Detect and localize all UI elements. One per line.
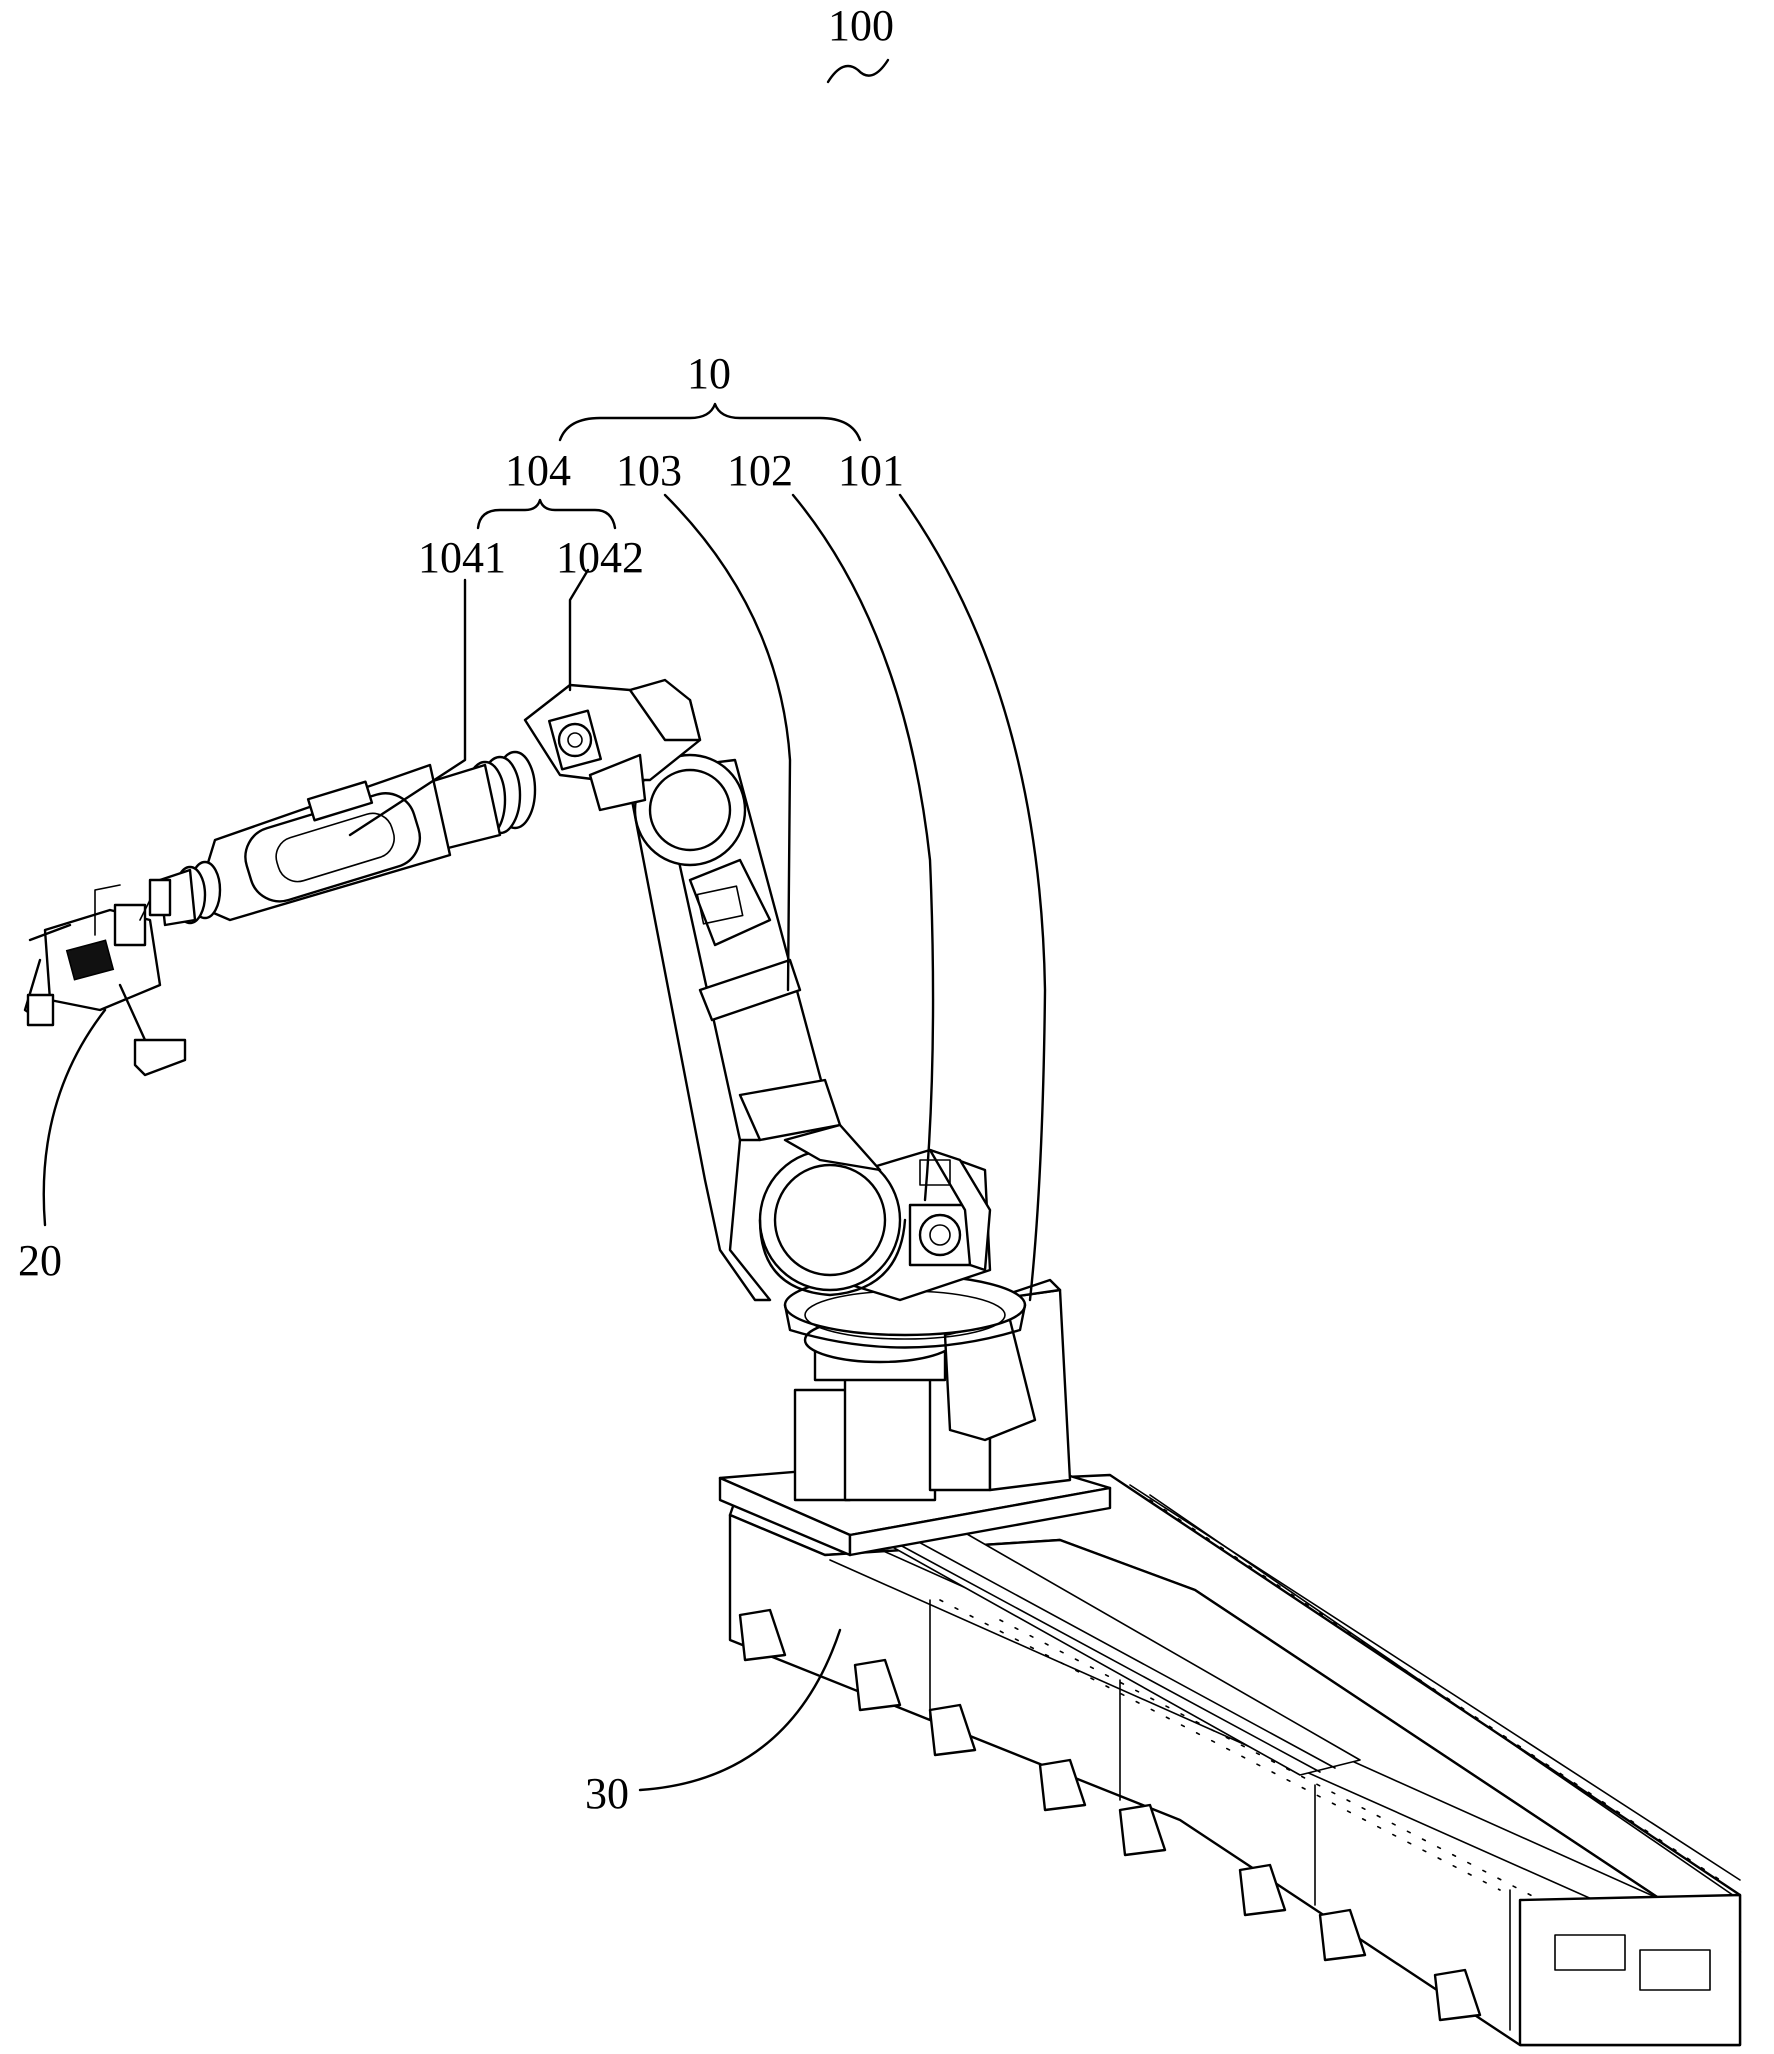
label-104: 104 (505, 446, 571, 495)
label-30: 30 (585, 1769, 629, 1818)
reference-labels: 100 10 104 103 102 101 1041 1042 20 30 (18, 1, 904, 1818)
label-1041: 1041 (418, 533, 506, 582)
label-10: 10 (687, 349, 731, 398)
label-101: 101 (838, 446, 904, 495)
label-20: 20 (18, 1236, 62, 1285)
robot-lower-arm (628, 753, 907, 1302)
end-effector (23, 878, 187, 1077)
robot-base (783, 1273, 1072, 1502)
robot-upper-arm (158, 678, 702, 927)
label-103: 103 (616, 446, 682, 495)
rail-feet (738, 1608, 1482, 2022)
label-102: 102 (727, 446, 793, 495)
label-100: 100 (828, 1, 894, 50)
label-1042: 1042 (556, 533, 644, 582)
linear-rail-base (718, 1453, 1742, 2047)
leader-lines (42, 58, 1047, 1792)
